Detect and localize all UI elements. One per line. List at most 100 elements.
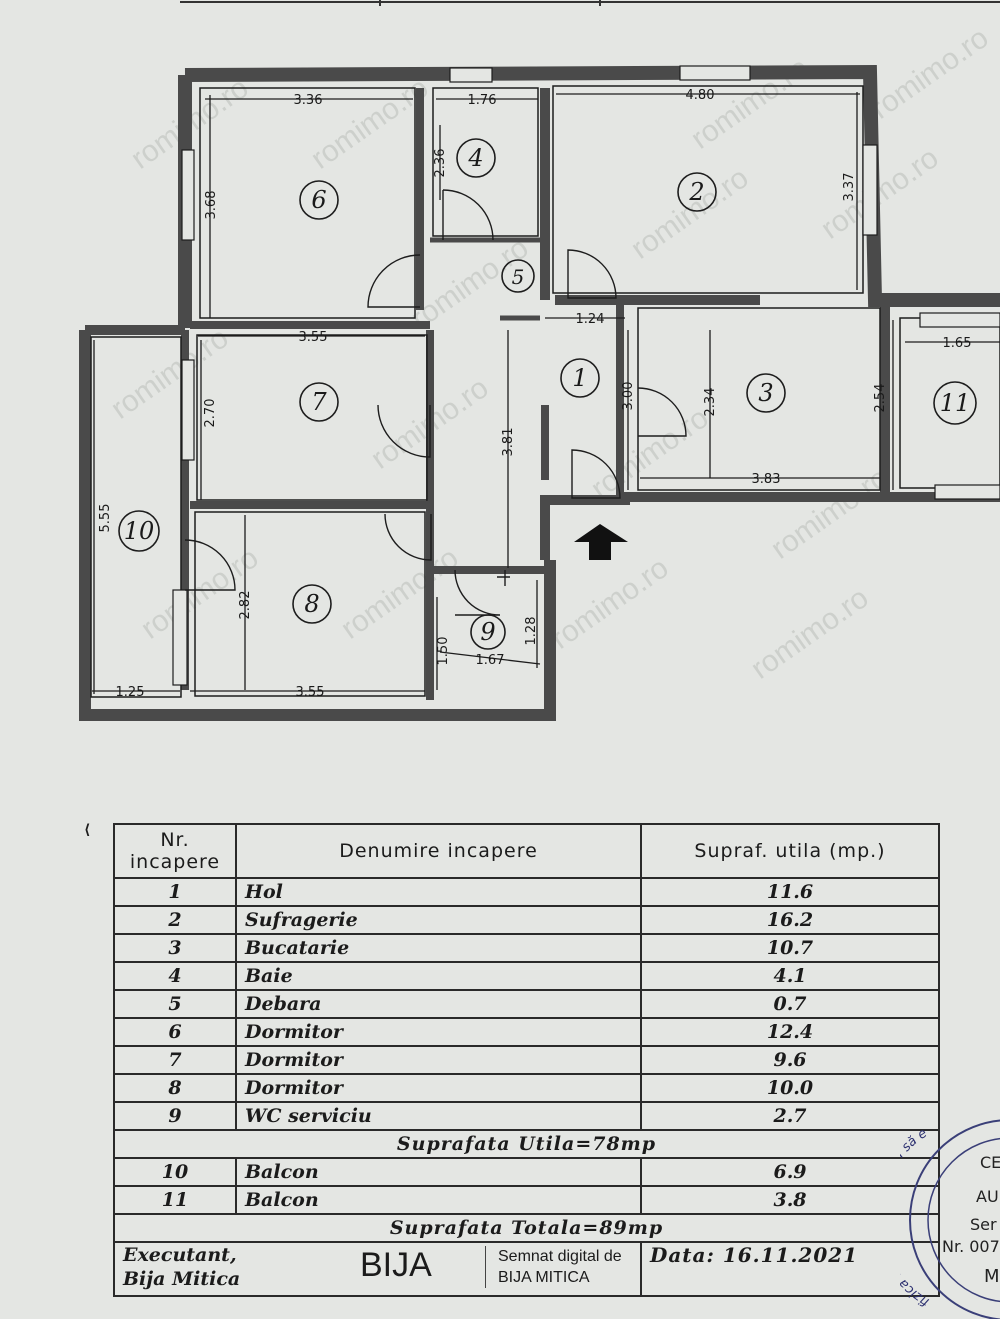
area-cell: 11.6 xyxy=(640,877,940,907)
signature-row: Executant, Bija Mitica BIJA Semnat digit… xyxy=(113,1241,940,1297)
dimension-label: 5.55 xyxy=(98,504,113,533)
room-number-label: 10 xyxy=(124,517,155,545)
room-name-cell: Balcon xyxy=(235,1185,642,1215)
dimension-label: 3.00 xyxy=(621,382,636,411)
authorization-stamp: fizica autorizata de ANCPI să e CE AU Se… xyxy=(900,1119,1000,1319)
room-area-table: Nr. incapere Denumire incapere Supraf. u… xyxy=(113,823,940,1297)
dimension-lines xyxy=(92,92,1000,694)
dimension-label: 2.34 xyxy=(703,388,718,417)
room-number-label: 5 xyxy=(512,265,525,289)
header-usable-area: Supraf. utila (mp.) xyxy=(640,823,940,879)
watermark-text: romimo.ro xyxy=(765,461,895,565)
room-number-label: 4 xyxy=(467,144,483,172)
dimension-label: 2.70 xyxy=(203,399,218,428)
room-name-cell: Sufragerie xyxy=(235,905,642,935)
area-cell: 9.6 xyxy=(640,1045,940,1075)
stamp-fragment: CE xyxy=(980,1153,1000,1172)
room-number-label: 2 xyxy=(688,178,704,206)
area-cell: 10.7 xyxy=(640,933,940,963)
watermark-text: romimo.ro xyxy=(545,551,675,655)
entrance-arrow-icon xyxy=(574,524,628,560)
room-number-cell: 6 xyxy=(113,1017,237,1047)
room-name-cell: Balcon xyxy=(235,1157,642,1187)
digital-signature-line1: Semnat digital de xyxy=(498,1248,622,1265)
room-name-cell: Dormitor xyxy=(235,1017,642,1047)
area-cell: 3.8 xyxy=(640,1185,940,1215)
room-number-cell: 8 xyxy=(113,1073,237,1103)
area-cell: 2.7 xyxy=(640,1101,940,1131)
dimension-label: 1.25 xyxy=(116,685,145,700)
room-number-cell: 5 xyxy=(113,989,237,1019)
document-date: Data: 16.11.2021 xyxy=(640,1241,940,1297)
doors xyxy=(184,189,687,616)
dimension-label: 2.54 xyxy=(873,384,888,413)
executant-label: Executant, xyxy=(123,1244,237,1266)
dimension-label: 1.67 xyxy=(476,653,505,668)
room-name-cell: WC serviciu xyxy=(235,1101,642,1131)
room-name-cell: Dormitor xyxy=(235,1073,642,1103)
room-number-cell: 2 xyxy=(113,905,237,935)
room-number-label: 7 xyxy=(311,388,327,416)
floor-plan: romimo.ro romimo.ro romimo.ro romimo.ro romi… xyxy=(79,0,1000,721)
room-number-cell: 1 xyxy=(113,877,237,907)
windows xyxy=(172,65,1000,686)
dimension-label: 1.76 xyxy=(468,93,497,108)
watermark-text: romimo.ro xyxy=(745,581,875,685)
room-name-cell: Dormitor xyxy=(235,1045,642,1075)
room-number-cell: 4 xyxy=(113,961,237,991)
stamp-fragment: M xyxy=(984,1266,1000,1287)
header-room-name: Denumire incapere xyxy=(235,823,642,879)
dimension-label: 1.28 xyxy=(524,617,539,646)
dimension-label: 1.65 xyxy=(943,336,972,351)
dimension-label: 3.37 xyxy=(842,173,857,202)
dimension-label: 3.68 xyxy=(204,191,219,220)
dimension-label: 3.36 xyxy=(294,93,323,108)
signature-cell: Executant, Bija Mitica BIJA Semnat digit… xyxy=(113,1241,642,1297)
dimension-label: 3.81 xyxy=(501,428,516,457)
room-name-cell: Bucatarie xyxy=(235,933,642,963)
room-number-label: 6 xyxy=(311,186,326,214)
area-cell: 12.4 xyxy=(640,1017,940,1047)
dimension-label: 3.55 xyxy=(296,685,325,700)
room-number-label: 1 xyxy=(572,364,587,392)
room-number-cell: 3 xyxy=(113,933,237,963)
dimension-label: 1.24 xyxy=(576,312,605,327)
header-room-number: Nr. incapere xyxy=(113,823,237,879)
room-name-cell: Baie xyxy=(235,961,642,991)
watermark-text: romimo.ro xyxy=(625,161,755,265)
digital-signature: Semnat digital de BIJA MITICA xyxy=(485,1246,622,1288)
area-cell: 0.7 xyxy=(640,989,940,1019)
stamp-fragment: AU xyxy=(976,1187,999,1206)
dimension-labels: 3.36 1.76 4.80 2.36 3.68 3.37 1.24 3.55 … xyxy=(98,88,971,700)
room-name-cell: Debara xyxy=(235,989,642,1019)
executant-name: Bija Mitica xyxy=(123,1268,241,1290)
dimension-label: 2.82 xyxy=(238,591,253,620)
stamp-fragment: Nr. 007 xyxy=(942,1237,1000,1256)
room-name-cell: Hol xyxy=(235,877,642,907)
room-number-circles xyxy=(118,138,977,650)
dimension-label: 3.83 xyxy=(752,472,781,487)
wall-outlines xyxy=(90,85,1000,698)
signature-initials: BIJA xyxy=(360,1246,432,1284)
total-area: Suprafata Totala=89mp xyxy=(113,1213,940,1243)
subtotal-usable-area: Suprafata Utila=78mp xyxy=(113,1129,940,1159)
room-number-label: 11 xyxy=(940,389,971,417)
scan-mark: ⟨ xyxy=(84,822,91,838)
dimension-label: 4.80 xyxy=(686,88,715,103)
room-number-label: 3 xyxy=(758,379,773,407)
watermark-text: romimo.ro xyxy=(335,541,465,645)
room-number-cell: 10 xyxy=(113,1157,237,1187)
